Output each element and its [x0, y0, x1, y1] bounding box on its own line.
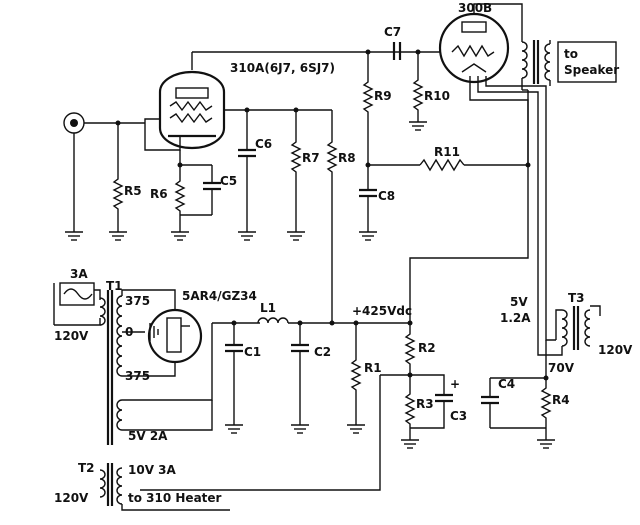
- filament-wire-a: [477, 76, 548, 356]
- r4-resistor: [536, 378, 556, 449]
- r4-label: R4: [552, 393, 570, 407]
- c1-capacitor: [223, 323, 245, 434]
- t2-secondary-1: 10V 3A: [128, 463, 177, 477]
- fuse-label: 3A: [70, 267, 88, 281]
- output-tube-300b: [438, 12, 510, 84]
- t1-label: T1: [106, 279, 123, 293]
- hv-bottom-wire: [122, 362, 176, 377]
- c4-label: C4: [498, 377, 515, 391]
- output-tube-label: 300B: [458, 1, 492, 15]
- power-transformer-t1: [99, 290, 123, 445]
- c7-label: C7: [384, 25, 401, 39]
- c6-capacitor: [236, 110, 258, 241]
- r8-label: R8: [338, 151, 356, 165]
- output-plate-wire: [473, 3, 523, 42]
- c1-label: C1: [244, 345, 261, 359]
- c6-label: C6: [255, 137, 272, 151]
- r11-resistor: [368, 158, 528, 172]
- grid-wire: [144, 118, 160, 123]
- c4-capacitor: [479, 378, 546, 429]
- rect-fil-return: [122, 400, 213, 431]
- r3-resistor: [400, 385, 420, 449]
- grid-stop-wire: [144, 123, 181, 151]
- t2-secondary-2: to 310 Heater: [128, 491, 222, 505]
- c2-capacitor: [289, 323, 311, 434]
- r6-resistor: [170, 165, 190, 241]
- rectifier-tube: [147, 308, 203, 364]
- l1-label: L1: [260, 301, 276, 315]
- r9-resistor: [363, 52, 373, 165]
- to-speaker-label-2: Speaker: [564, 63, 619, 77]
- r5-label: R5: [124, 184, 142, 198]
- input-tube-310a: [158, 70, 226, 150]
- r1-resistor: [346, 323, 366, 434]
- r2-label: R2: [418, 341, 436, 355]
- r11-label: R11: [434, 145, 460, 159]
- r5-resistor: [108, 123, 128, 241]
- c5-label: C5: [220, 174, 237, 188]
- t3-mains-label: 120V: [598, 343, 633, 357]
- t2-heater-lead: [121, 504, 230, 511]
- output-transformer: [521, 40, 551, 90]
- c2-label: C2: [314, 345, 331, 359]
- fuse-lead: [94, 289, 101, 300]
- r1-label: R1: [364, 361, 382, 375]
- tap-375-top: 375: [125, 294, 150, 308]
- r7-label: R7: [302, 151, 320, 165]
- rectifier-label: 5AR4/GZ34: [182, 289, 257, 303]
- speaker-box: [557, 41, 617, 83]
- r10-resistor: [408, 52, 428, 131]
- r10-label: R10: [424, 89, 450, 103]
- rect-heater-label: 5V 2A: [128, 429, 168, 443]
- c3-label: C3: [450, 409, 467, 423]
- r7-resistor: [286, 110, 306, 241]
- r9-label: R9: [374, 89, 392, 103]
- t1-mains-label: 120V: [54, 329, 89, 343]
- mains-fuse: [59, 282, 95, 306]
- filament-wire-b: [485, 76, 556, 341]
- r8-resistor: [327, 110, 337, 323]
- t2-mains-label: 120V: [54, 491, 89, 505]
- output-bplus-wire: [409, 165, 529, 323]
- r6-label: R6: [150, 187, 168, 201]
- to-speaker-label-1: to: [564, 47, 578, 61]
- hv-top-wire: [121, 289, 176, 310]
- c3-plus: +: [450, 377, 460, 391]
- bplus-label: +425Vdc: [352, 304, 412, 318]
- t3-70v-label: 70V: [548, 361, 575, 375]
- filament-a-label: 1.2A: [500, 311, 531, 325]
- heater-feed-wire: [140, 375, 381, 491]
- input-jack: [63, 112, 85, 241]
- filament-transformer-t3: [561, 306, 591, 350]
- c3-capacitor: [410, 374, 455, 429]
- c8-capacitor: [357, 165, 379, 241]
- input-tube-label: 310A(6J7, 6SJ7): [230, 61, 335, 75]
- c5-capacitor: [180, 165, 223, 216]
- t3-label: T3: [568, 291, 585, 305]
- l1-choke: [257, 317, 289, 324]
- t2-label: T2: [78, 461, 95, 475]
- heater-transformer-t2: [99, 463, 123, 506]
- r3-label: R3: [416, 397, 434, 411]
- t3-primary-lead: [590, 305, 601, 316]
- c7-capacitor: [392, 42, 402, 60]
- c8-label: C8: [378, 189, 395, 203]
- filament-v-label: 5V: [510, 295, 528, 309]
